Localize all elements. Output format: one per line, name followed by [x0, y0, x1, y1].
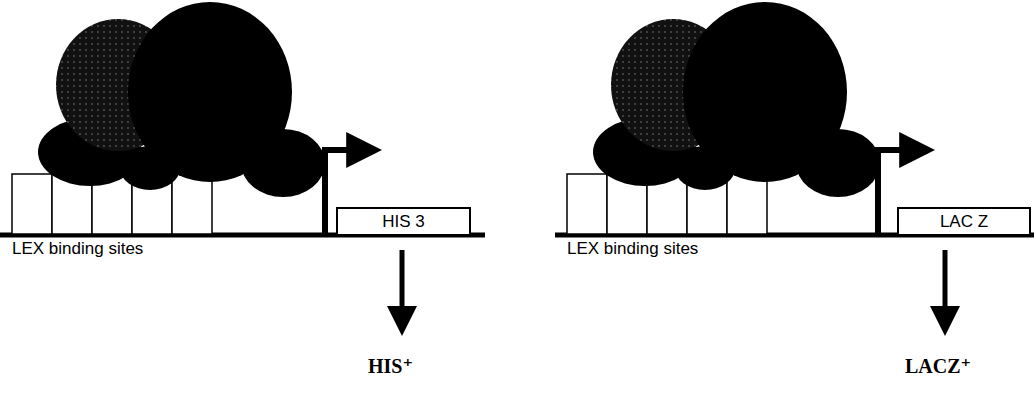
phenotype-label: HIS⁺	[368, 354, 413, 378]
site-label: LEX binding sites	[12, 239, 143, 259]
binding-site	[12, 174, 52, 234]
site-label: LEX binding sites	[567, 239, 698, 259]
reporter-panel	[555, 2, 1034, 330]
expression-arrow	[943, 250, 948, 330]
phenotype-label: LACZ⁺	[905, 354, 971, 378]
reporter-panel	[0, 2, 485, 330]
activator-protein	[796, 129, 880, 197]
expression-arrow	[400, 250, 405, 330]
binding-site	[172, 174, 212, 234]
gene-name: HIS 3	[382, 212, 425, 232]
binding-site	[727, 174, 767, 234]
reporter-gene-box: LAC Z	[897, 207, 1031, 236]
activator-protein	[241, 129, 325, 197]
binding-site	[567, 174, 607, 234]
gene-name: LAC Z	[940, 212, 988, 232]
reporter-gene-box: HIS 3	[336, 207, 471, 236]
